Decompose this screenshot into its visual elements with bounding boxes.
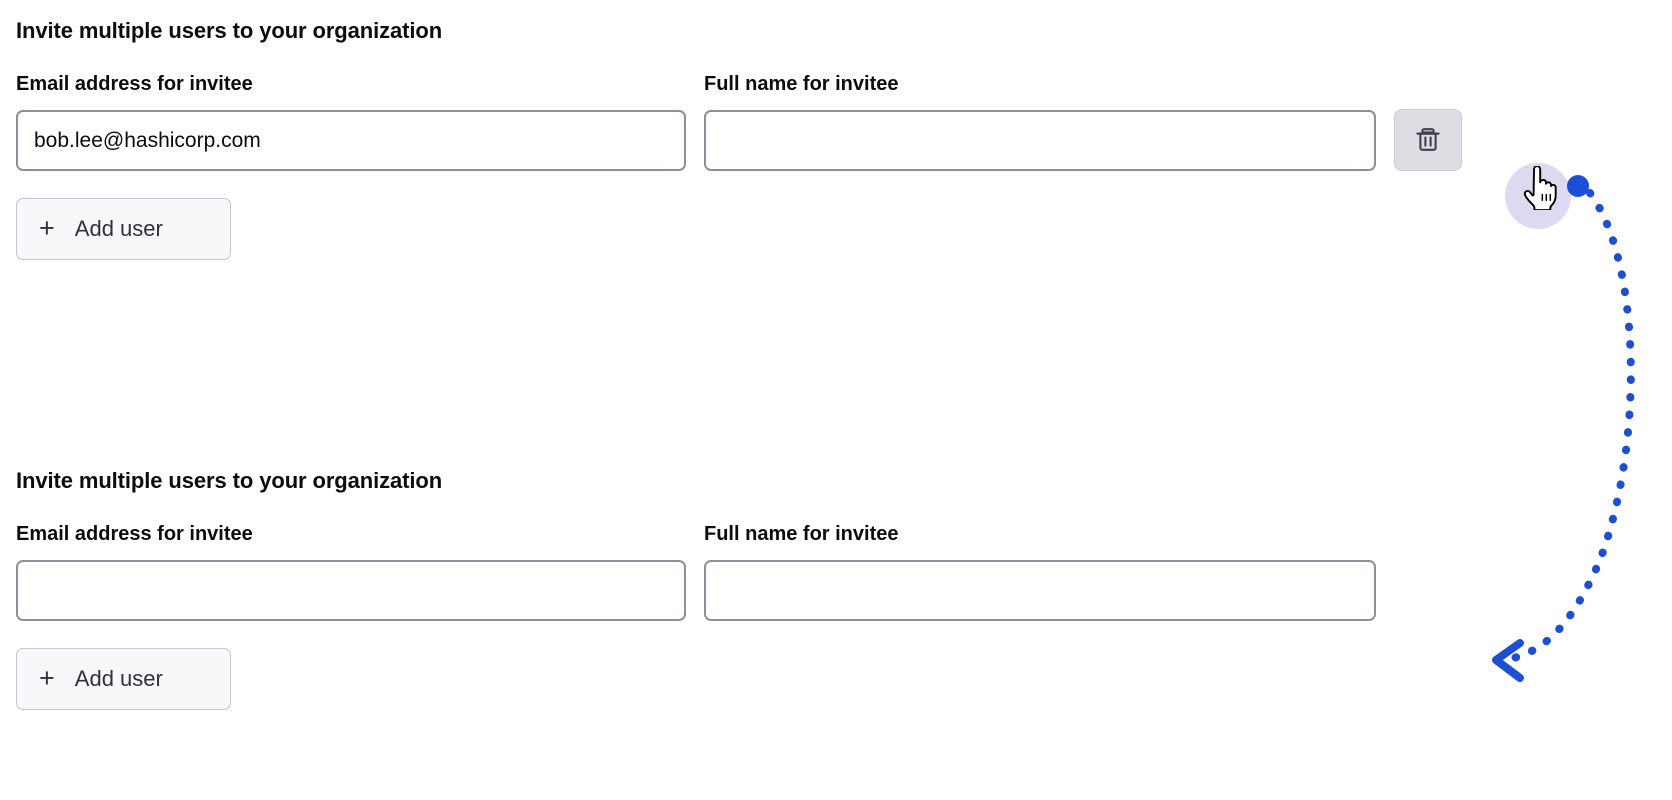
page-title-2: Invite multiple users to your organizati… [16, 468, 443, 493]
invitee-field-row-2: Email address for invitee Full name for … [16, 522, 1656, 621]
fullname-input[interactable] [704, 110, 1376, 171]
add-user-button-label-2: Add user [74, 666, 163, 691]
plus-icon: + [39, 212, 55, 243]
plus-icon-2: + [39, 662, 55, 693]
page-title: Invite multiple users to your organizati… [16, 18, 443, 43]
email-field-label: Email address for invitee [16, 73, 253, 95]
email-field-group-2: Email address for invitee [16, 522, 686, 621]
email-input[interactable] [16, 110, 686, 171]
fullname-input-2[interactable] [704, 560, 1376, 621]
delete-invitee-button[interactable] [1394, 109, 1462, 171]
fullname-field-group: Full name for invitee [704, 72, 1376, 171]
add-user-button-label: Add user [74, 216, 163, 241]
email-input-2[interactable] [16, 560, 686, 621]
invite-section-1: Invite multiple users to your organizati… [16, 18, 1656, 260]
email-field-group: Email address for invitee [16, 72, 686, 171]
trash-icon [1415, 125, 1441, 156]
invitee-field-row: Email address for invitee Full name for … [16, 72, 1656, 171]
invite-section-2: Invite multiple users to your organizati… [16, 468, 1656, 710]
fullname-field-label-2: Full name for invitee [704, 523, 899, 545]
fullname-field-group-2: Full name for invitee [704, 522, 1376, 621]
email-field-label-2: Email address for invitee [16, 523, 253, 545]
add-user-button[interactable]: + Add user [16, 198, 231, 260]
add-user-button-2[interactable]: + Add user [16, 648, 231, 710]
fullname-field-label: Full name for invitee [704, 73, 899, 95]
